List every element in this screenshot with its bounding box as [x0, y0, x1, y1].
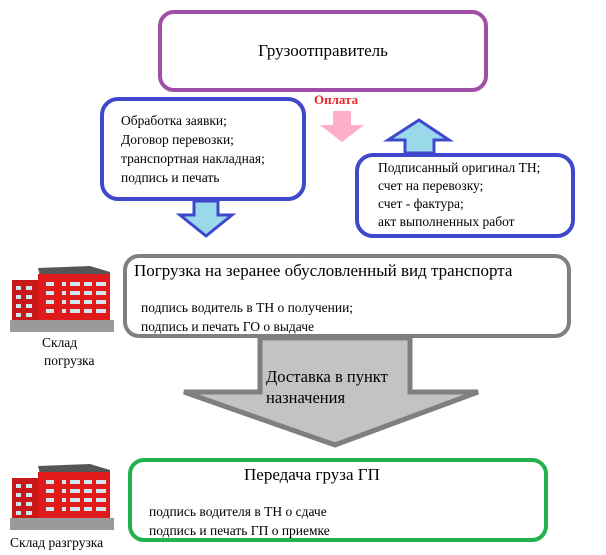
- delivery-arrow: [183, 335, 479, 448]
- transfer-title: Передача груза ГП: [244, 465, 380, 484]
- transfer-box: Передача груза ГП подпись водителя в ТН …: [128, 458, 548, 542]
- warehouse-unloading-label: Склад разгрузка: [10, 535, 104, 550]
- payment-label: Оплата: [314, 92, 359, 107]
- docs-to-carrier-line: Обработка заявки;: [121, 113, 227, 128]
- transfer-line: подпись и печать ГП о приемке: [149, 523, 330, 538]
- docs-to-carrier-box: Обработка заявки; Договор перевозки; тра…: [100, 97, 306, 201]
- transfer-line: подпись водителя в ТН о сдаче: [149, 504, 327, 519]
- delivery-line: назначения: [266, 388, 346, 407]
- warehouse-loading-label: Склад погрузка: [42, 334, 95, 370]
- loading-box: Погрузка на зеранее обусловленный вид тр…: [123, 254, 571, 338]
- arrow-up-icon: [382, 118, 454, 155]
- docs-to-shipper-box: Подписанный оригинал ТН; счет на перевоз…: [355, 153, 575, 238]
- delivery-label: Доставка в пункт назначения: [266, 366, 388, 408]
- docs-to-shipper-line: акт выполненных работ: [378, 214, 515, 229]
- docs-to-shipper-line: счет - фактура;: [378, 196, 464, 211]
- warehouse-loading-building-icon: [10, 266, 114, 332]
- docs-to-shipper-line: Подписанный оригинал ТН;: [378, 160, 541, 175]
- delivery-line: Доставка в пункт: [266, 367, 388, 386]
- arrow-down-icon: [175, 199, 237, 238]
- warehouse-loading-line: Склад: [42, 335, 78, 350]
- docs-to-carrier-line: подпись и печать: [121, 170, 220, 185]
- docs-to-carrier-line: Договор перевозки;: [121, 132, 234, 147]
- docs-to-carrier-line: транспортная накладная;: [121, 151, 265, 166]
- loading-line: подпись водитель в ТН о получении;: [141, 300, 354, 315]
- loading-title: Погрузка на зеранее обусловленный вид тр…: [134, 261, 513, 280]
- warehouse-loading-line: погрузка: [44, 353, 95, 368]
- loading-line: подпись и печать ГО о выдаче: [141, 319, 315, 334]
- warehouse-unloading-building-icon: [10, 464, 114, 530]
- payment-arrow-icon: [320, 111, 364, 142]
- shipper-box: Грузоотправитель: [158, 10, 488, 92]
- shipper-label: Грузоотправитель: [258, 41, 388, 60]
- docs-to-shipper-line: счет на перевозку;: [378, 178, 484, 193]
